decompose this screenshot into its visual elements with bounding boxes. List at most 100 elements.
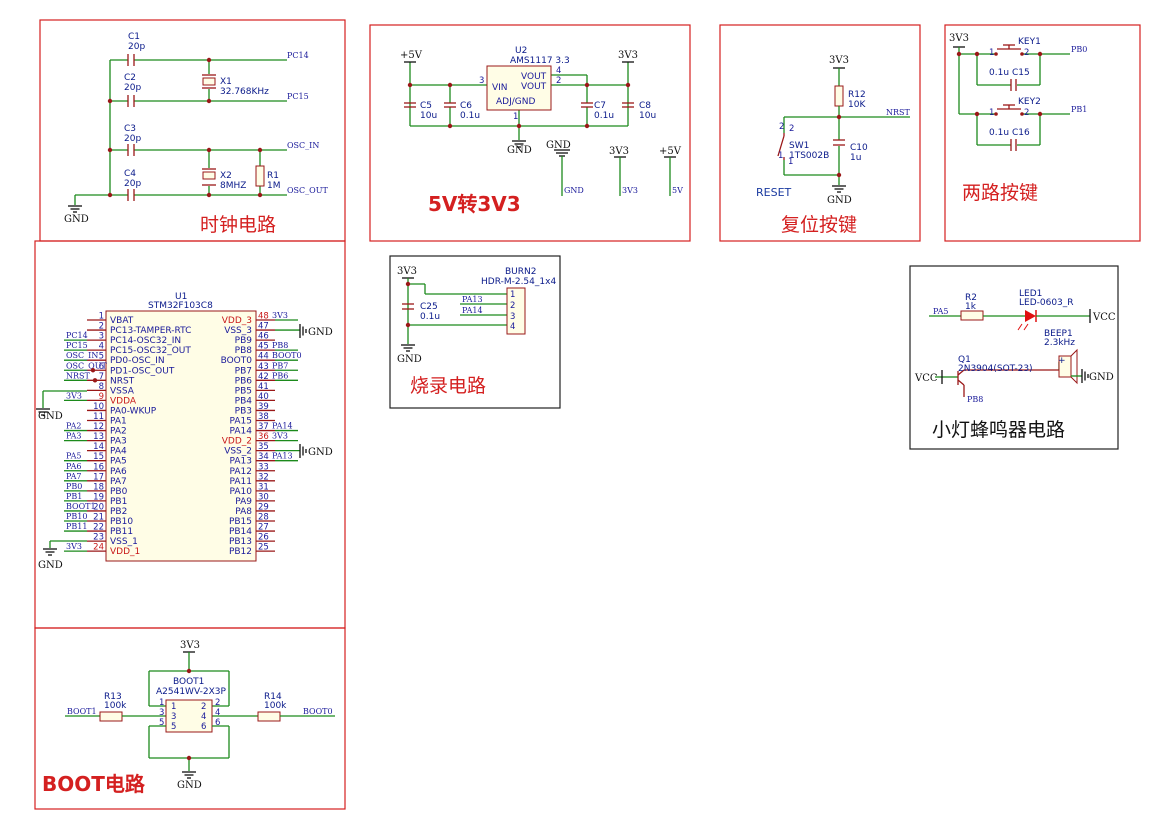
mcu-net-label-17: PA7 bbox=[66, 472, 82, 481]
x2-value: 8MHZ bbox=[220, 181, 246, 191]
key1-ref: KEY1 bbox=[1018, 37, 1041, 47]
mcu-pin-num-41: 41 bbox=[258, 382, 269, 392]
burn-net-pa13: PA13 bbox=[462, 295, 483, 304]
mcu-net-label-48: 3V3 bbox=[272, 311, 288, 320]
boot-outer-1: 1 bbox=[159, 698, 164, 708]
burn-net-pa14: PA14 bbox=[462, 306, 483, 315]
mcu-pin-name-16: PA6 bbox=[110, 467, 127, 477]
resistor-r1 bbox=[255, 165, 265, 187]
ldo-5v-label: +5V bbox=[400, 50, 423, 61]
burn-pin-4: 4 bbox=[510, 322, 515, 332]
mcu-pin-name-32: PA11 bbox=[230, 477, 252, 487]
sw1-value: 1TS002B bbox=[789, 151, 829, 161]
mcu-net-label-21: PB10 bbox=[66, 512, 87, 521]
mcu-pin-name-8: VSSA bbox=[110, 386, 135, 396]
c6-value: 0.1u bbox=[460, 111, 480, 121]
mcu-pin-name-30: PA9 bbox=[235, 497, 252, 507]
mcu-net-label-4: PC15 bbox=[66, 341, 88, 350]
burn-3v3-label: 3V3 bbox=[397, 266, 417, 277]
mcu-pin-name-11: PA1 bbox=[110, 417, 127, 427]
resistor-r2 bbox=[960, 310, 984, 321]
mcu-pin-num-4: 4 bbox=[99, 342, 104, 352]
mcu-pin-num-39: 39 bbox=[258, 402, 269, 412]
key1-pin-2: 2 bbox=[1024, 48, 1029, 58]
mcu-pin-num-27: 27 bbox=[258, 523, 269, 533]
c8-value: 10u bbox=[639, 111, 656, 121]
mcu-pin-name-33: PA12 bbox=[230, 467, 252, 477]
mcu-pin-num-21: 21 bbox=[93, 513, 104, 523]
mcu-pin-num-7: 7 bbox=[99, 372, 104, 382]
gnd-label: GND bbox=[64, 214, 89, 225]
mcu-pin-name-47: VSS_3 bbox=[224, 326, 252, 336]
mcu-pin-name-6: PD1-OSC_OUT bbox=[110, 366, 175, 376]
mcu-pin-num-47: 47 bbox=[258, 322, 269, 332]
net-pc14: PC14 bbox=[287, 51, 309, 60]
c2-ref: C2 bbox=[124, 73, 136, 83]
c3-ref: C3 bbox=[124, 124, 136, 134]
mcu-pin-name-38: PA15 bbox=[230, 417, 252, 427]
boot-3v3-label: 3V3 bbox=[180, 640, 200, 651]
u2-pin-vin: VIN bbox=[492, 83, 508, 93]
mcu-pin-num-3: 3 bbox=[99, 332, 104, 342]
boot-gnd-label: GND bbox=[177, 780, 202, 791]
mcu-pin-num-44: 44 bbox=[258, 352, 269, 362]
burn-pin-2: 2 bbox=[510, 301, 515, 311]
mcu-net-label-43: PB7 bbox=[272, 361, 288, 370]
c8-ref: C8 bbox=[639, 101, 651, 111]
boot-title: BOOT电路 bbox=[42, 772, 146, 796]
c3-value: 20p bbox=[124, 134, 141, 144]
c25-ref: C25 bbox=[420, 302, 438, 312]
r2-value: 1k bbox=[965, 302, 977, 312]
u2-pin-vout2: VOUT bbox=[521, 82, 547, 92]
keys-title: 两路按键 bbox=[962, 182, 1038, 204]
mcu-net-label-12: PA2 bbox=[66, 422, 82, 431]
beep1-ref: BEEP1 bbox=[1044, 329, 1073, 339]
mcu-gnd-4: GND bbox=[308, 447, 333, 458]
u2-value: AMS1117 3.3 bbox=[510, 56, 570, 66]
burn-section: 3V3 BURN2 HDR-M-2.54_1x4 C25 0.1u PA13 P… bbox=[389, 255, 561, 409]
c10-value: 1u bbox=[850, 153, 861, 163]
capacitor-c15 bbox=[1010, 79, 1017, 91]
c1-value: 20p bbox=[128, 42, 145, 52]
key1-pin-1: 1 bbox=[989, 48, 994, 58]
power-flag-gnd bbox=[554, 149, 570, 196]
capacitor-c3 bbox=[127, 144, 135, 156]
capacitor-c6 bbox=[444, 102, 456, 108]
mcu-net-label-15: PA5 bbox=[66, 452, 82, 461]
mcu-pin-num-31: 31 bbox=[258, 482, 269, 492]
vcc-label-1: VCC bbox=[1092, 312, 1116, 323]
boot-pin-5: 5 bbox=[171, 722, 176, 732]
mcu-pin-name-26: PB13 bbox=[229, 537, 252, 547]
net-osc-in: OSC_IN bbox=[287, 141, 319, 150]
flag-gnd-net: GND bbox=[564, 186, 584, 195]
mcu-pin-name-9: VDDA bbox=[110, 396, 137, 406]
led-beep-section: PA5 R2 1k LED1 LED-0603_R VCC BEEP1 2.3k… bbox=[909, 265, 1119, 450]
mcu-pin-name-29: PA8 bbox=[235, 507, 252, 517]
net-pb0: PB0 bbox=[1071, 45, 1087, 54]
mcu-pin-name-1: VBAT bbox=[110, 316, 134, 326]
led-beep-title: 小灯蜂鸣器电路 bbox=[932, 419, 1065, 441]
u2-ref: U2 bbox=[515, 46, 527, 56]
mcu-pin-num-46: 46 bbox=[258, 332, 269, 342]
c4-value: 20p bbox=[124, 179, 141, 189]
mcu-pin-num-26: 26 bbox=[258, 533, 269, 543]
mcu-pin-num-8: 8 bbox=[99, 382, 104, 392]
mcu-pin-name-2: PC13-TAMPER-RTC bbox=[110, 326, 191, 336]
reset-section: 3V3 R12 10K NRST SW1 1TS002B 2 2 1 1 C10… bbox=[719, 24, 921, 242]
power-flag-5v bbox=[664, 156, 676, 196]
c16-ref: C16 bbox=[1012, 128, 1030, 138]
burn2-ref: BURN2 bbox=[505, 267, 536, 277]
net-pb8: PB8 bbox=[967, 395, 983, 404]
regulator-u2 bbox=[486, 65, 552, 111]
mcu-pin-num-22: 22 bbox=[93, 523, 104, 533]
capacitor-c7 bbox=[581, 102, 593, 108]
mcu-pin-num-16: 16 bbox=[93, 462, 104, 472]
mcu-pin-num-6: 6 bbox=[99, 362, 104, 372]
mcu-pin-name-17: PA7 bbox=[110, 477, 127, 487]
q1-value: 2N3904(SOT-23) bbox=[958, 364, 1033, 374]
beep1-value: 2.3kHz bbox=[1044, 338, 1075, 348]
mcu-pin-num-15: 15 bbox=[93, 452, 104, 462]
x1-value: 32.768KHz bbox=[220, 87, 269, 97]
mcu-u1-body bbox=[105, 310, 257, 562]
